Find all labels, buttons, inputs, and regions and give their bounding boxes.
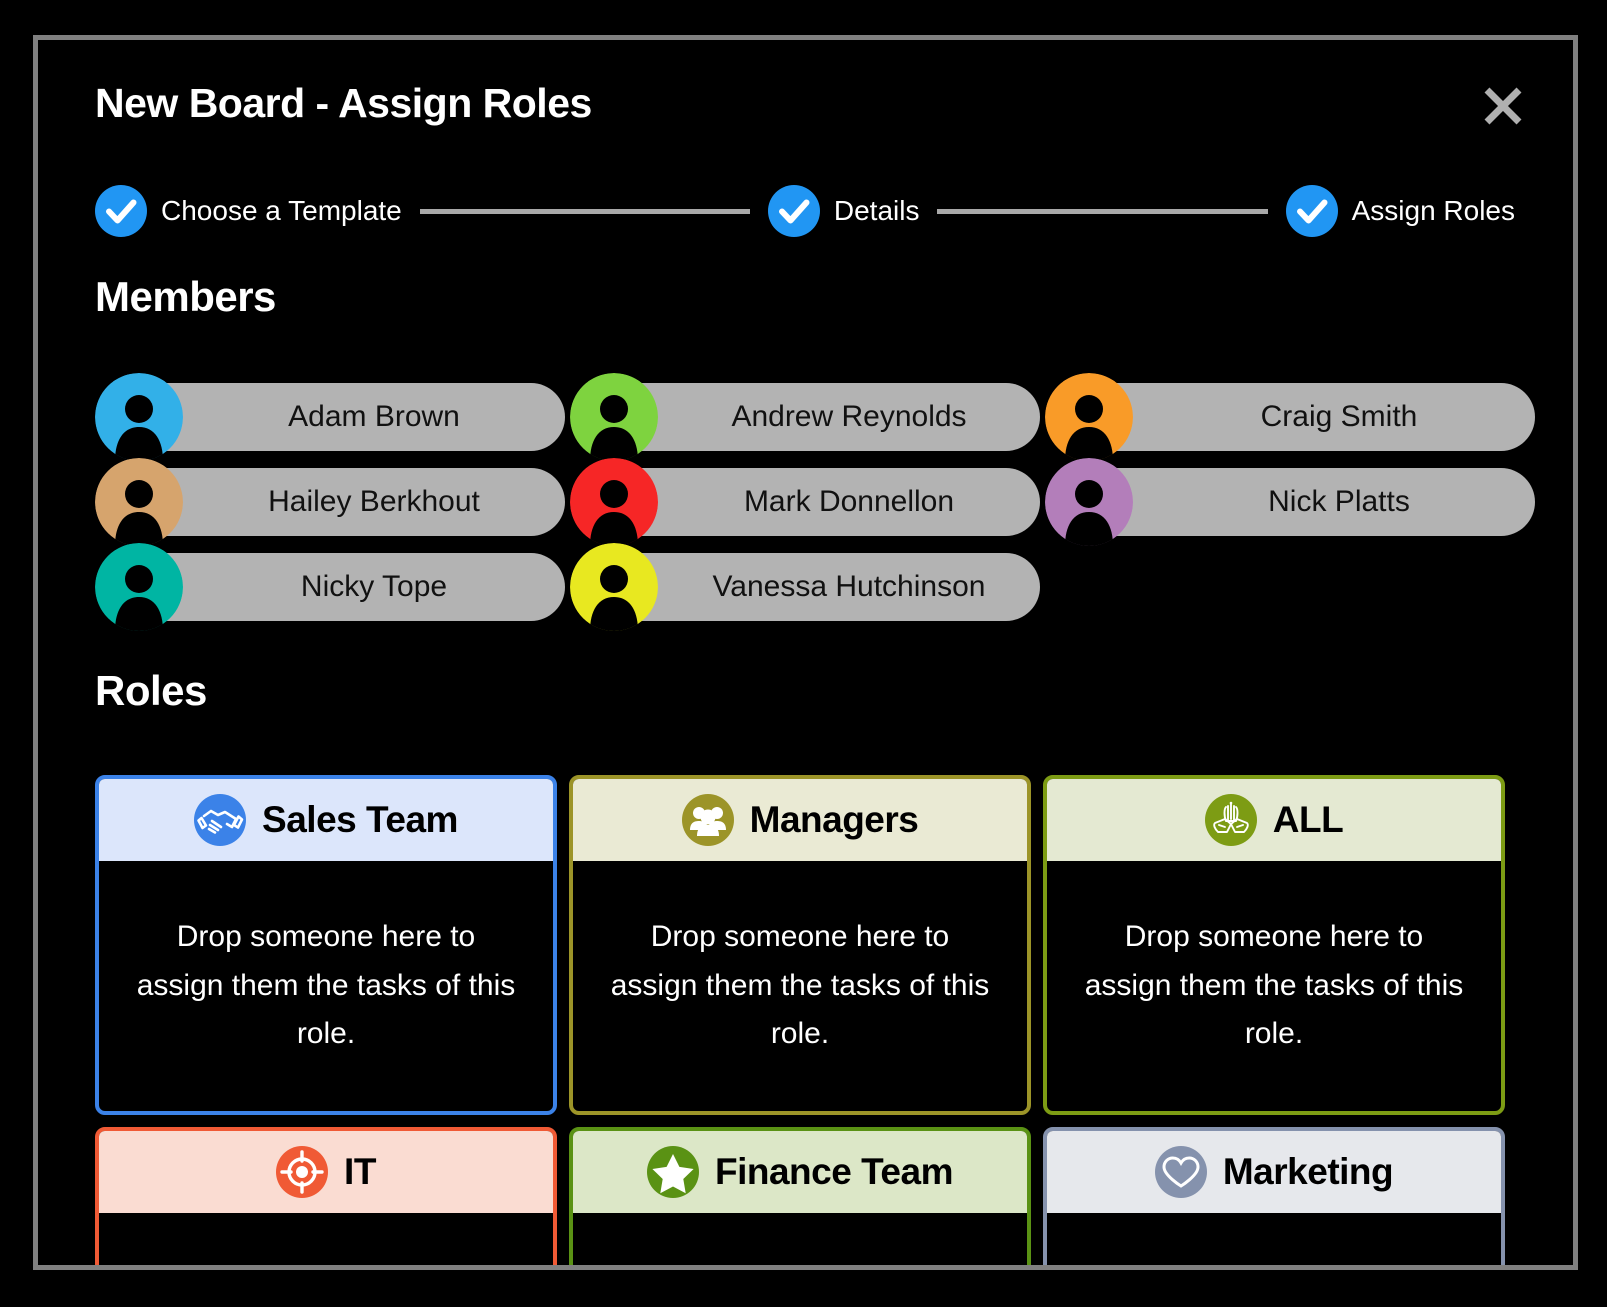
role-name: Sales Team	[262, 799, 458, 840]
role-card-header: Sales Team	[99, 779, 553, 861]
role-card-header: Marketing	[1047, 1131, 1501, 1213]
role-name: Finance Team	[714, 1151, 954, 1192]
member-name: Nicky Tope	[300, 570, 448, 603]
close-icon[interactable]	[1480, 83, 1526, 129]
stepper-step-label: Details	[833, 195, 920, 226]
member-chip[interactable]: Mark Donnellon	[570, 458, 1040, 546]
person-avatar-icon	[95, 543, 183, 631]
stepper-step-3[interactable]: Assign Roles	[1285, 185, 1515, 237]
role-drop-zone[interactable]: Drop someone here to assign them the tas…	[573, 861, 1027, 1111]
person-avatar-icon	[1045, 373, 1133, 461]
role-name: ALL	[1272, 799, 1344, 840]
role-name: Marketing	[1222, 1151, 1394, 1192]
member-chip[interactable]: Vanessa Hutchinson	[570, 543, 1040, 631]
role-drop-hint: Drop someone here to assign them the tas…	[610, 920, 990, 1051]
role-name: IT	[344, 1151, 376, 1192]
stepper-step-1[interactable]: Choose a Template	[95, 185, 402, 237]
member-chip[interactable]: Nick Platts	[1045, 458, 1535, 546]
member-name: Mark Donnellon	[743, 485, 955, 518]
stepper-step-label: Assign Roles	[1351, 195, 1515, 226]
member-chip-background	[1055, 468, 1535, 536]
check-icon	[767, 185, 820, 237]
role-drop-hint: Drop someone here to assign them the tas…	[136, 920, 516, 1051]
check-icon	[95, 185, 147, 237]
role-card[interactable]: IT Drop someone here to assign them the t…	[95, 1127, 557, 1265]
member-name: Nick Platts	[1268, 485, 1410, 518]
person-avatar-icon	[95, 458, 183, 546]
people-group-icon	[681, 794, 734, 846]
role-drop-zone[interactable]: Drop someone here to assign them the tas…	[1047, 1213, 1501, 1265]
member-name: Craig Smith	[1260, 400, 1418, 433]
heart-icon	[1154, 1146, 1207, 1198]
role-drop-zone[interactable]: Drop someone here to assign them the tas…	[99, 861, 553, 1111]
member-name: Adam Brown	[288, 400, 460, 433]
member-name: Vanessa Hutchinson	[712, 570, 986, 603]
member-chip[interactable]: Hailey Berkhout	[95, 458, 565, 546]
role-card[interactable]: ALL Drop someone here to assign them the …	[1043, 775, 1505, 1115]
role-name: Managers	[749, 799, 919, 840]
hands-in-icon	[1204, 794, 1257, 846]
member-name: Hailey Berkhout	[268, 485, 480, 518]
roles-heading: Roles	[95, 667, 207, 714]
member-chip[interactable]: Adam Brown	[95, 373, 565, 461]
stepper-step-label: Choose a Template	[161, 195, 402, 226]
person-avatar-icon	[1045, 458, 1133, 546]
person-avatar-icon	[570, 543, 658, 631]
role-card[interactable]: MarketingDrop someone here to assign the…	[1043, 1127, 1505, 1265]
role-card-header: ALL	[1047, 779, 1501, 861]
member-chip-background	[1055, 383, 1535, 451]
member-chip[interactable]: Craig Smith	[1045, 373, 1535, 461]
role-drop-zone[interactable]: Drop someone here to assign them the tas…	[99, 1213, 553, 1265]
members-heading: Members	[95, 273, 276, 320]
role-drop-hint: Drop someone here to assign them the tas…	[1084, 920, 1464, 1051]
star-icon	[646, 1146, 699, 1198]
page-title: New Board - Assign Roles	[95, 80, 592, 126]
member-chip[interactable]: Andrew Reynolds	[570, 373, 1040, 461]
role-card-header: Finance Team	[573, 1131, 1027, 1213]
role-card-header: IT	[99, 1131, 553, 1213]
role-drop-zone[interactable]: Drop someone here to assign them the tas…	[573, 1213, 1027, 1265]
person-avatar-icon	[570, 458, 658, 546]
member-name: Andrew Reynolds	[731, 400, 967, 433]
role-card-header: Managers	[573, 779, 1027, 861]
target-icon	[276, 1146, 329, 1198]
member-chip[interactable]: Nicky Tope	[95, 543, 565, 631]
assign-roles-modal: New Board - Assign Roles Choose a Templa…	[33, 35, 1578, 1270]
person-avatar-icon	[95, 373, 183, 461]
person-avatar-icon	[570, 373, 658, 461]
stepper-connector-1	[419, 208, 750, 214]
handshake-icon	[194, 794, 247, 846]
role-drop-zone[interactable]: Drop someone here to assign them the tas…	[1047, 861, 1501, 1111]
wizard-stepper: Choose a Template Details Assign Roles	[95, 180, 1515, 242]
check-icon	[1285, 185, 1338, 237]
stepper-connector-2	[937, 208, 1268, 214]
modal-header: New Board - Assign Roles	[38, 40, 1573, 150]
stepper-step-2[interactable]: Details	[767, 185, 920, 237]
